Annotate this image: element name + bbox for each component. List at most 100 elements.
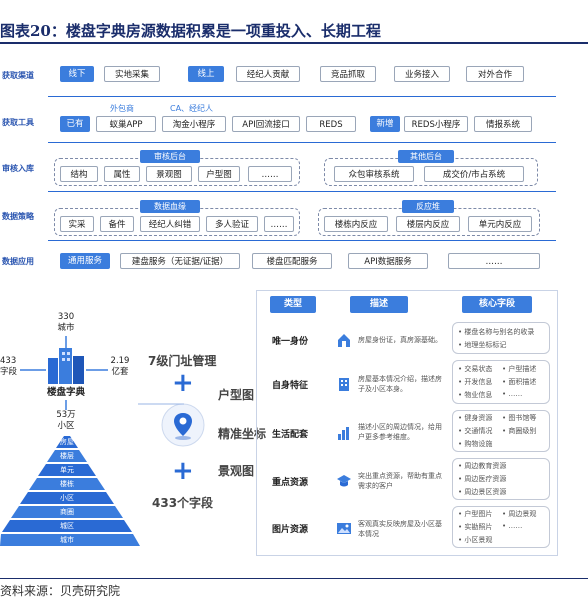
source-note: 资料来源：贝壳研究院 (0, 584, 121, 598)
app-general-service: 通用服务 (60, 253, 110, 269)
row-description: 房屋基本情况介绍，描述房子及小区本身。 (358, 375, 442, 393)
channel-online: 线上 (188, 66, 224, 82)
plus-icon: + (172, 368, 194, 398)
pyramid-level: 城市 (60, 536, 74, 544)
location-pin-icon (161, 403, 205, 447)
graduation-cap-icon (337, 475, 351, 487)
field-item: • 图书馆等 (502, 414, 537, 422)
row-fields-box (452, 458, 550, 500)
channel-field-collection: 实地采集 (104, 66, 160, 82)
row-description: 描述小区的周边情况，给用户更多参考维度。 (358, 423, 442, 441)
row-label-review: 审核入库 (2, 164, 34, 173)
page-title: 图表20：楼盘字典房源数据积累是一项重投入、长期工程 (0, 22, 381, 40)
strategy-more: …… (264, 216, 294, 232)
label-433-fields: 433个字段 (152, 496, 214, 510)
bar-chart-icon (338, 427, 349, 440)
tag-reactor: 反应堆 (402, 200, 454, 213)
review-more: …… (248, 166, 292, 182)
tool-api-return: API回流接口 (232, 116, 300, 132)
reactor-floor: 楼层内反应 (396, 216, 460, 232)
communities-unit: 小区 (57, 421, 75, 431)
image-icon (337, 523, 351, 534)
row-type: 唯一身份 (272, 337, 309, 347)
row-divider (48, 96, 556, 97)
review-crowdsource: 众包审核系统 (334, 166, 414, 182)
row-description: 客观真实反映房屋及小区基本情况 (358, 520, 442, 538)
rooms-unit: 亿套 (111, 367, 129, 377)
field-item: • …… (502, 522, 523, 530)
field-item: • 周边教育资源 (458, 462, 507, 470)
pyramid-level: 城区 (60, 522, 74, 530)
sub-label-outsourcer: 外包商 (110, 104, 134, 113)
source-divider (0, 578, 588, 579)
rooms-number: 2.19 (110, 356, 130, 366)
row-description: 突出重点资源，帮助有重点需求的客户 (358, 472, 442, 490)
cities-number: 330 (57, 312, 75, 322)
field-item: • 面积描述 (502, 378, 537, 386)
row-divider (48, 191, 556, 192)
review-floorplan: 户型图 (198, 166, 240, 182)
header-description: 描述 (350, 296, 408, 313)
tool-taojin-miniapp: 淘金小程序 (162, 116, 226, 132)
row-type: 生活配套 (272, 430, 309, 440)
reactor-unit: 单元内反应 (468, 216, 532, 232)
field-item: • 户型描述 (502, 365, 537, 373)
review-structure: 结构 (60, 166, 98, 182)
field-item: • 楼盘名称与别名的收录 (458, 328, 535, 336)
strategy-field: 实采 (60, 216, 94, 232)
field-item: • 周边景观 (502, 510, 537, 518)
header-type: 类型 (270, 296, 316, 313)
field-item: • 周边景区资源 (458, 488, 507, 496)
building-cluster-icon (48, 348, 84, 384)
fields-unit: 字段 (0, 367, 18, 377)
row-label-tools: 获取工具 (2, 118, 34, 127)
title-divider (0, 42, 588, 44)
row-fields-box (452, 506, 550, 548)
field-item: • 开发信息 (458, 378, 493, 386)
tool-reds-miniapp: REDS小程序 (404, 116, 468, 132)
pyramid-level: 小区 (60, 494, 74, 502)
label-scenery-image: 景观图 (218, 464, 255, 478)
tag-review-backend: 审核后台 (140, 150, 200, 163)
pyramid-level: 房屋 (60, 438, 74, 446)
feature-connectors (138, 403, 184, 405)
row-type: 图片资源 (272, 525, 309, 535)
row-type: 重点资源 (272, 478, 309, 488)
table-frame (256, 290, 558, 556)
tool-reds: REDS (306, 116, 356, 132)
field-item: • 物业信息 (458, 391, 493, 399)
pyramid-level: 单元 (60, 466, 74, 474)
row-description: 房屋身份证，真房源基础。 (358, 336, 442, 344)
field-item: • 地理坐标标记 (458, 341, 507, 349)
hub-label: 楼盘字典 (46, 387, 85, 398)
plus-icon: + (172, 456, 194, 486)
field-item: • 周边医疗资源 (458, 475, 507, 483)
pyramid-level: 楼层 (60, 452, 74, 460)
channel-business-access: 业务接入 (394, 66, 450, 82)
field-item: • …… (502, 390, 523, 398)
tag-other-backend: 其他后台 (398, 150, 454, 163)
label-floorplan: 户型图 (218, 388, 255, 402)
label-precise-coords: 精准坐标 (218, 427, 267, 441)
building-icon (339, 378, 349, 391)
strategy-multi-verify: 多人验证 (206, 216, 258, 232)
reactor-building: 楼栋内反应 (324, 216, 388, 232)
row-divider (48, 142, 556, 143)
strategy-agent-correct: 经纪人纠错 (140, 216, 200, 232)
strategy-backup: 备件 (100, 216, 134, 232)
tool-existing: 已有 (60, 116, 90, 132)
row-fields-box (452, 360, 550, 404)
field-item: • 商圈级别 (502, 427, 537, 435)
channel-external-coop: 对外合作 (466, 66, 524, 82)
field-item: • 健身资源 (458, 414, 493, 422)
row-label-application: 数据应用 (2, 257, 34, 266)
cities-unit: 城市 (57, 323, 75, 333)
field-item: • 实勘照片 (458, 523, 493, 531)
fields-number: 433 (0, 356, 17, 366)
field-item: • 交通情况 (458, 427, 493, 435)
row-fields-box (452, 322, 550, 354)
field-item: • 户型图片 (458, 510, 493, 518)
pyramid-level: 楼栋 (60, 480, 74, 488)
channel-agent-contribution: 经纪人贡献 (236, 66, 300, 82)
pyramid-shape (0, 436, 140, 546)
